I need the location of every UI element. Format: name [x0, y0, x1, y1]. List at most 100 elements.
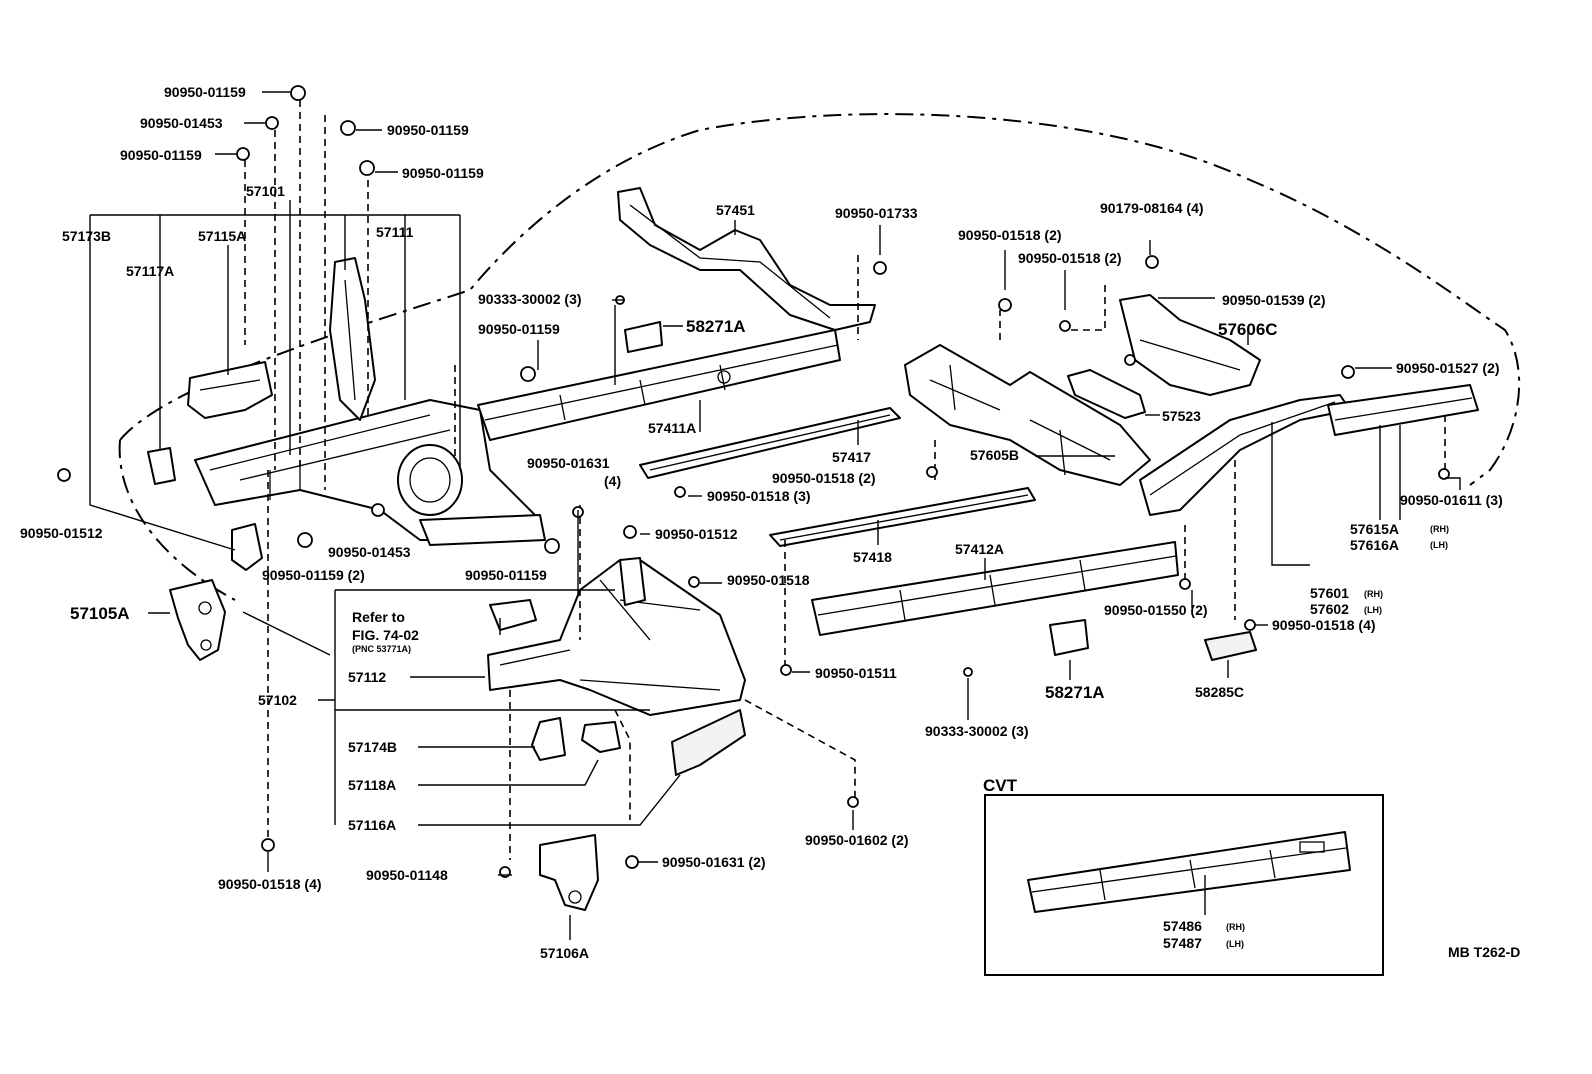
- clip-icon: [625, 855, 639, 869]
- fastener-label: 90950-01518 (2): [958, 227, 1062, 243]
- part-57615a-side: (RH): [1430, 524, 1449, 534]
- fastener-label: 90950-01602 (2): [805, 832, 909, 848]
- fastener-label: 90950-01539 (2): [1222, 292, 1326, 308]
- part-57606c-label: 57606C: [1218, 320, 1278, 339]
- part-57605b-floor-pan: [904, 344, 1151, 486]
- part-57451-label: 57451: [716, 202, 755, 218]
- fastener-label: 90950-01159: [387, 122, 469, 138]
- fastener-labels: 90950-01159 90950-01453 90950-01159 9095…: [20, 84, 1503, 892]
- part-57112-member: [487, 557, 746, 716]
- cvt-title: CVT: [983, 776, 1018, 795]
- part-58271a-lower-pad: [1049, 619, 1089, 656]
- clip-icon: [261, 838, 275, 852]
- clip-icon: [623, 525, 637, 539]
- clip-icon: [1145, 255, 1159, 269]
- part-57523-stay: [1067, 369, 1146, 419]
- part-57117a-label: 57117A: [126, 263, 174, 279]
- leader-lines: [89, 91, 1461, 940]
- part-57115a-extension: [187, 361, 273, 419]
- clip-icon: [371, 503, 385, 517]
- fastener-label: 90950-01159: [478, 321, 560, 337]
- fastener-label: 90333-30002 (3): [925, 723, 1029, 739]
- part-57412a-label: 57412A: [955, 541, 1004, 557]
- part-57486-label: 57486: [1163, 918, 1202, 934]
- part-57173b-label: 57173B: [62, 228, 111, 244]
- part-labels: 57101 57173B 57115A 57111 57117A 57105A …: [62, 183, 1449, 961]
- clip-icon: [265, 116, 279, 130]
- clip-icon: [236, 147, 250, 161]
- clip-icon: [674, 486, 686, 498]
- part-58271a-upper-pad: [624, 321, 663, 353]
- refer-to-label: Refer to: [352, 609, 405, 625]
- fastener-label: 90950-01159: [120, 147, 202, 163]
- part-57487-label: 57487: [1163, 935, 1202, 951]
- fastener-label: 90950-01512: [20, 525, 103, 541]
- fastener-label: 90950-01631 (2): [662, 854, 766, 870]
- clip-icon: [780, 664, 792, 676]
- clip-icon: [1341, 365, 1355, 379]
- part-57174b-bracket: [531, 717, 566, 761]
- part-58271a-upper-label: 58271A: [686, 317, 746, 336]
- part-57615a-extension: [1327, 384, 1479, 436]
- fastener-label: 90950-01518 (4): [218, 876, 322, 892]
- part-57602-side: (LH): [1364, 605, 1382, 615]
- part-57486-member: [1027, 831, 1351, 913]
- part-57616a-side: (LH): [1430, 540, 1448, 550]
- part-57411a-label: 57411A: [648, 420, 696, 436]
- fastener-label: 90950-01453: [328, 544, 411, 560]
- part-58271a-lower-label: 58271A: [1045, 683, 1105, 702]
- fastener-label: 90333-30002 (3): [478, 291, 582, 307]
- part-57173b-bracket: [231, 523, 263, 571]
- clip-icon: [340, 120, 356, 136]
- clip-icon: [57, 468, 71, 482]
- clip-icon: [1179, 578, 1191, 590]
- part-57105a-bracket: [169, 579, 226, 661]
- fastener-label: 90950-01453: [140, 115, 223, 131]
- part-57487-side: (LH): [1226, 939, 1244, 949]
- clip-icon: [1124, 354, 1136, 366]
- fastener-label: 90950-01159: [164, 84, 246, 100]
- part-57418-label: 57418: [853, 549, 892, 565]
- fastener-label: 90950-01527 (2): [1396, 360, 1500, 376]
- refer-fig-label: FIG. 74-02: [352, 627, 419, 643]
- fastener-label: (4): [604, 473, 621, 489]
- clip-icon: [544, 538, 560, 554]
- clip-icon: [963, 667, 973, 677]
- part-57417-label: 57417: [832, 449, 871, 465]
- clip-icon: [998, 298, 1012, 312]
- locator-lines: [244, 100, 1446, 860]
- part-57105a-label: 57105A: [70, 604, 130, 623]
- part-57111-label: 57111: [376, 224, 414, 240]
- clip-icon: [297, 532, 313, 548]
- fastener-label: 90950-01518: [727, 572, 810, 588]
- clip-icon: [1438, 468, 1450, 480]
- fastener-label: 90950-01733: [835, 205, 918, 221]
- part-57606c-pan: [1119, 294, 1261, 396]
- fastener-label: 90950-01631: [527, 455, 610, 471]
- part-57102-label: 57102: [258, 692, 297, 708]
- fasteners: [57, 85, 1450, 878]
- part-57106a-label: 57106A: [540, 945, 589, 961]
- clip-icon: [926, 466, 938, 478]
- clip-icon: [1244, 619, 1256, 631]
- part-57601-side: (RH): [1364, 589, 1383, 599]
- part-57601-rear-member: [1139, 394, 1351, 516]
- fastener-label: 90950-01518 (3): [707, 488, 811, 504]
- part-58285c-label: 58285C: [1195, 684, 1244, 700]
- vehicle-body-outline: [119, 113, 1521, 486]
- fastener-label: 90950-01159: [465, 567, 547, 583]
- part-57412a-member: [811, 541, 1179, 636]
- part-57116a-label: 57116A: [348, 817, 396, 833]
- part-57411a-member: [477, 329, 841, 441]
- clip-icon: [688, 576, 700, 588]
- part-57486-side: (RH): [1226, 922, 1245, 932]
- clip-icon: [290, 85, 306, 101]
- part-57118a-label: 57118A: [348, 777, 396, 793]
- clip-icon: [359, 160, 375, 176]
- part-57523-label: 57523: [1162, 408, 1201, 424]
- fastener-label: 90950-01518 (2): [772, 470, 876, 486]
- fastener-label: 90950-01611 (3): [1400, 492, 1503, 508]
- fastener-label: 90950-01550 (2): [1104, 602, 1208, 618]
- part-57601-label: 57601: [1310, 585, 1349, 601]
- clip-icon: [847, 796, 859, 808]
